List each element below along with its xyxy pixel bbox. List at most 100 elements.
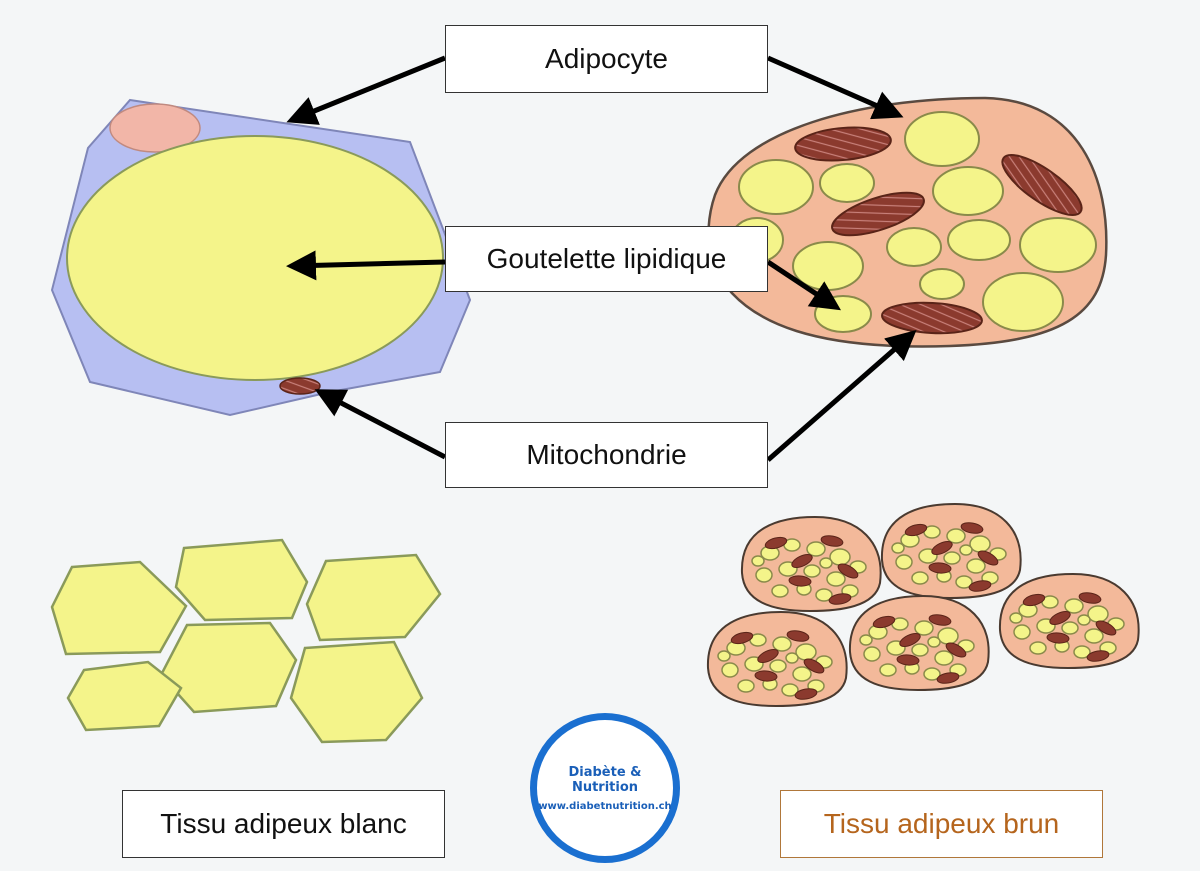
lipid-droplet — [911, 643, 929, 657]
lipid-droplet — [1064, 598, 1084, 614]
arrows — [286, 55, 917, 462]
mitochondrion — [1095, 620, 1117, 636]
lipid-droplet — [969, 535, 991, 553]
lipid-droplet — [923, 667, 941, 681]
white-adipocyte-lipid-droplet — [66, 135, 444, 381]
mitochondrion — [968, 580, 992, 592]
lipid-droplet — [751, 555, 765, 567]
lipid-droplet — [955, 575, 973, 589]
mitochondrion — [754, 670, 778, 682]
lipid-droplet — [943, 551, 961, 565]
lipid-droplet — [946, 528, 966, 544]
lipid-droplet — [785, 652, 799, 664]
mitochondrion — [831, 191, 925, 237]
mitochondrion — [977, 550, 999, 566]
brown-tissue-cell — [740, 515, 882, 613]
lipid-droplet — [819, 557, 833, 569]
mitochondrion — [872, 615, 896, 629]
mitochondrion — [931, 541, 953, 555]
lipid-droplet — [959, 544, 973, 556]
mitochondrion — [928, 562, 952, 574]
lipid-droplet — [919, 268, 965, 300]
white-tissue-cluster — [50, 538, 442, 744]
mitochondrion — [794, 688, 818, 700]
arrow-lipid-white — [286, 250, 446, 281]
brown-tissue-cluster — [706, 502, 1140, 708]
arrow-adipocyte-white — [286, 55, 446, 125]
lipid-droplet — [886, 227, 942, 267]
mitochondrion — [904, 523, 928, 537]
lipid-droplet — [721, 662, 739, 678]
mitochondrion — [1049, 611, 1071, 625]
white-tissue-cell — [305, 553, 442, 642]
logo: Diabète & Nutrition www.diabetnutrition.… — [530, 713, 680, 863]
arrow-lipid-brown — [766, 259, 842, 311]
arrow-mito-brown — [766, 330, 917, 462]
label-mitochondria: Mitochondrie — [445, 422, 768, 488]
mitochondrion — [828, 593, 852, 605]
mitochondrion — [1046, 632, 1070, 644]
lipid-droplet — [1061, 621, 1079, 635]
lipid-droplet — [859, 634, 873, 646]
lipid-droplet — [947, 219, 1011, 261]
logo-title: Diabète & Nutrition — [568, 764, 642, 795]
brown-tissue-cell — [706, 610, 848, 708]
brown-adipocyte — [707, 96, 1108, 348]
lipid-droplet — [904, 111, 980, 167]
label-adipocyte: Adipocyte — [445, 25, 768, 93]
mitochondrion — [820, 535, 844, 547]
lipid-droplet — [863, 646, 881, 662]
white-adipocyte — [50, 98, 472, 417]
lipid-droplet — [911, 571, 929, 585]
lipid-droplet — [772, 636, 792, 652]
lipid-droplet — [806, 541, 826, 557]
mitochondrion — [803, 658, 825, 674]
white-tissue-cell — [50, 560, 188, 656]
label-white-tissue: Tissu adipeux blanc — [122, 790, 445, 858]
mitochondrion — [899, 633, 921, 647]
lipid-droplet — [966, 558, 986, 574]
mitochondrion — [764, 536, 788, 550]
arrow-mito-white — [314, 389, 447, 460]
lipid-droplet — [1013, 624, 1031, 640]
white-tissue-cell — [66, 660, 183, 732]
mitochondrion — [1001, 154, 1083, 216]
lipid-droplet — [829, 548, 851, 566]
mitochondrion — [960, 522, 984, 534]
logo-url: www.diabetnutrition.ch — [538, 800, 672, 812]
lipid-droplet — [891, 542, 905, 554]
mitochondrion — [1078, 592, 1102, 604]
lipid-droplet — [819, 163, 875, 203]
lipid-droplet — [815, 588, 833, 602]
mitochondrion — [945, 642, 967, 658]
lipid-droplet — [771, 584, 789, 598]
lipid-droplet — [879, 663, 897, 677]
lipid-droplet — [738, 159, 814, 215]
lipid-droplet — [982, 272, 1064, 332]
mitochondrion — [896, 654, 920, 666]
mitochondrion — [881, 301, 983, 335]
white-tissue-cell — [174, 538, 309, 622]
lipid-droplet — [1084, 628, 1104, 644]
white-tissue-cell — [289, 640, 424, 744]
label-lipid-droplet: Goutelette lipidique — [445, 226, 768, 292]
lipid-droplet — [755, 567, 773, 583]
mitochondrion — [794, 126, 892, 162]
mitochondrion — [1086, 650, 1110, 662]
lipid-droplet — [1087, 605, 1109, 623]
mitochondrion — [837, 563, 859, 579]
mitochondrion — [928, 614, 952, 626]
brown-adipocyte-mitochondria — [794, 126, 1083, 335]
lipid-droplet — [1077, 614, 1091, 626]
white-adipocyte-mitochondrion — [279, 377, 321, 395]
lipid-droplet — [781, 683, 799, 697]
lipid-droplet — [826, 571, 846, 587]
lipid-droplet — [737, 679, 755, 693]
lipid-droplet — [1019, 217, 1097, 273]
mitochondrion — [786, 630, 810, 642]
lipid-droplet — [932, 166, 1004, 216]
lipid-droplet — [934, 650, 954, 666]
white-tissue-cell — [159, 621, 298, 714]
brown-tissue-cell — [848, 594, 990, 692]
